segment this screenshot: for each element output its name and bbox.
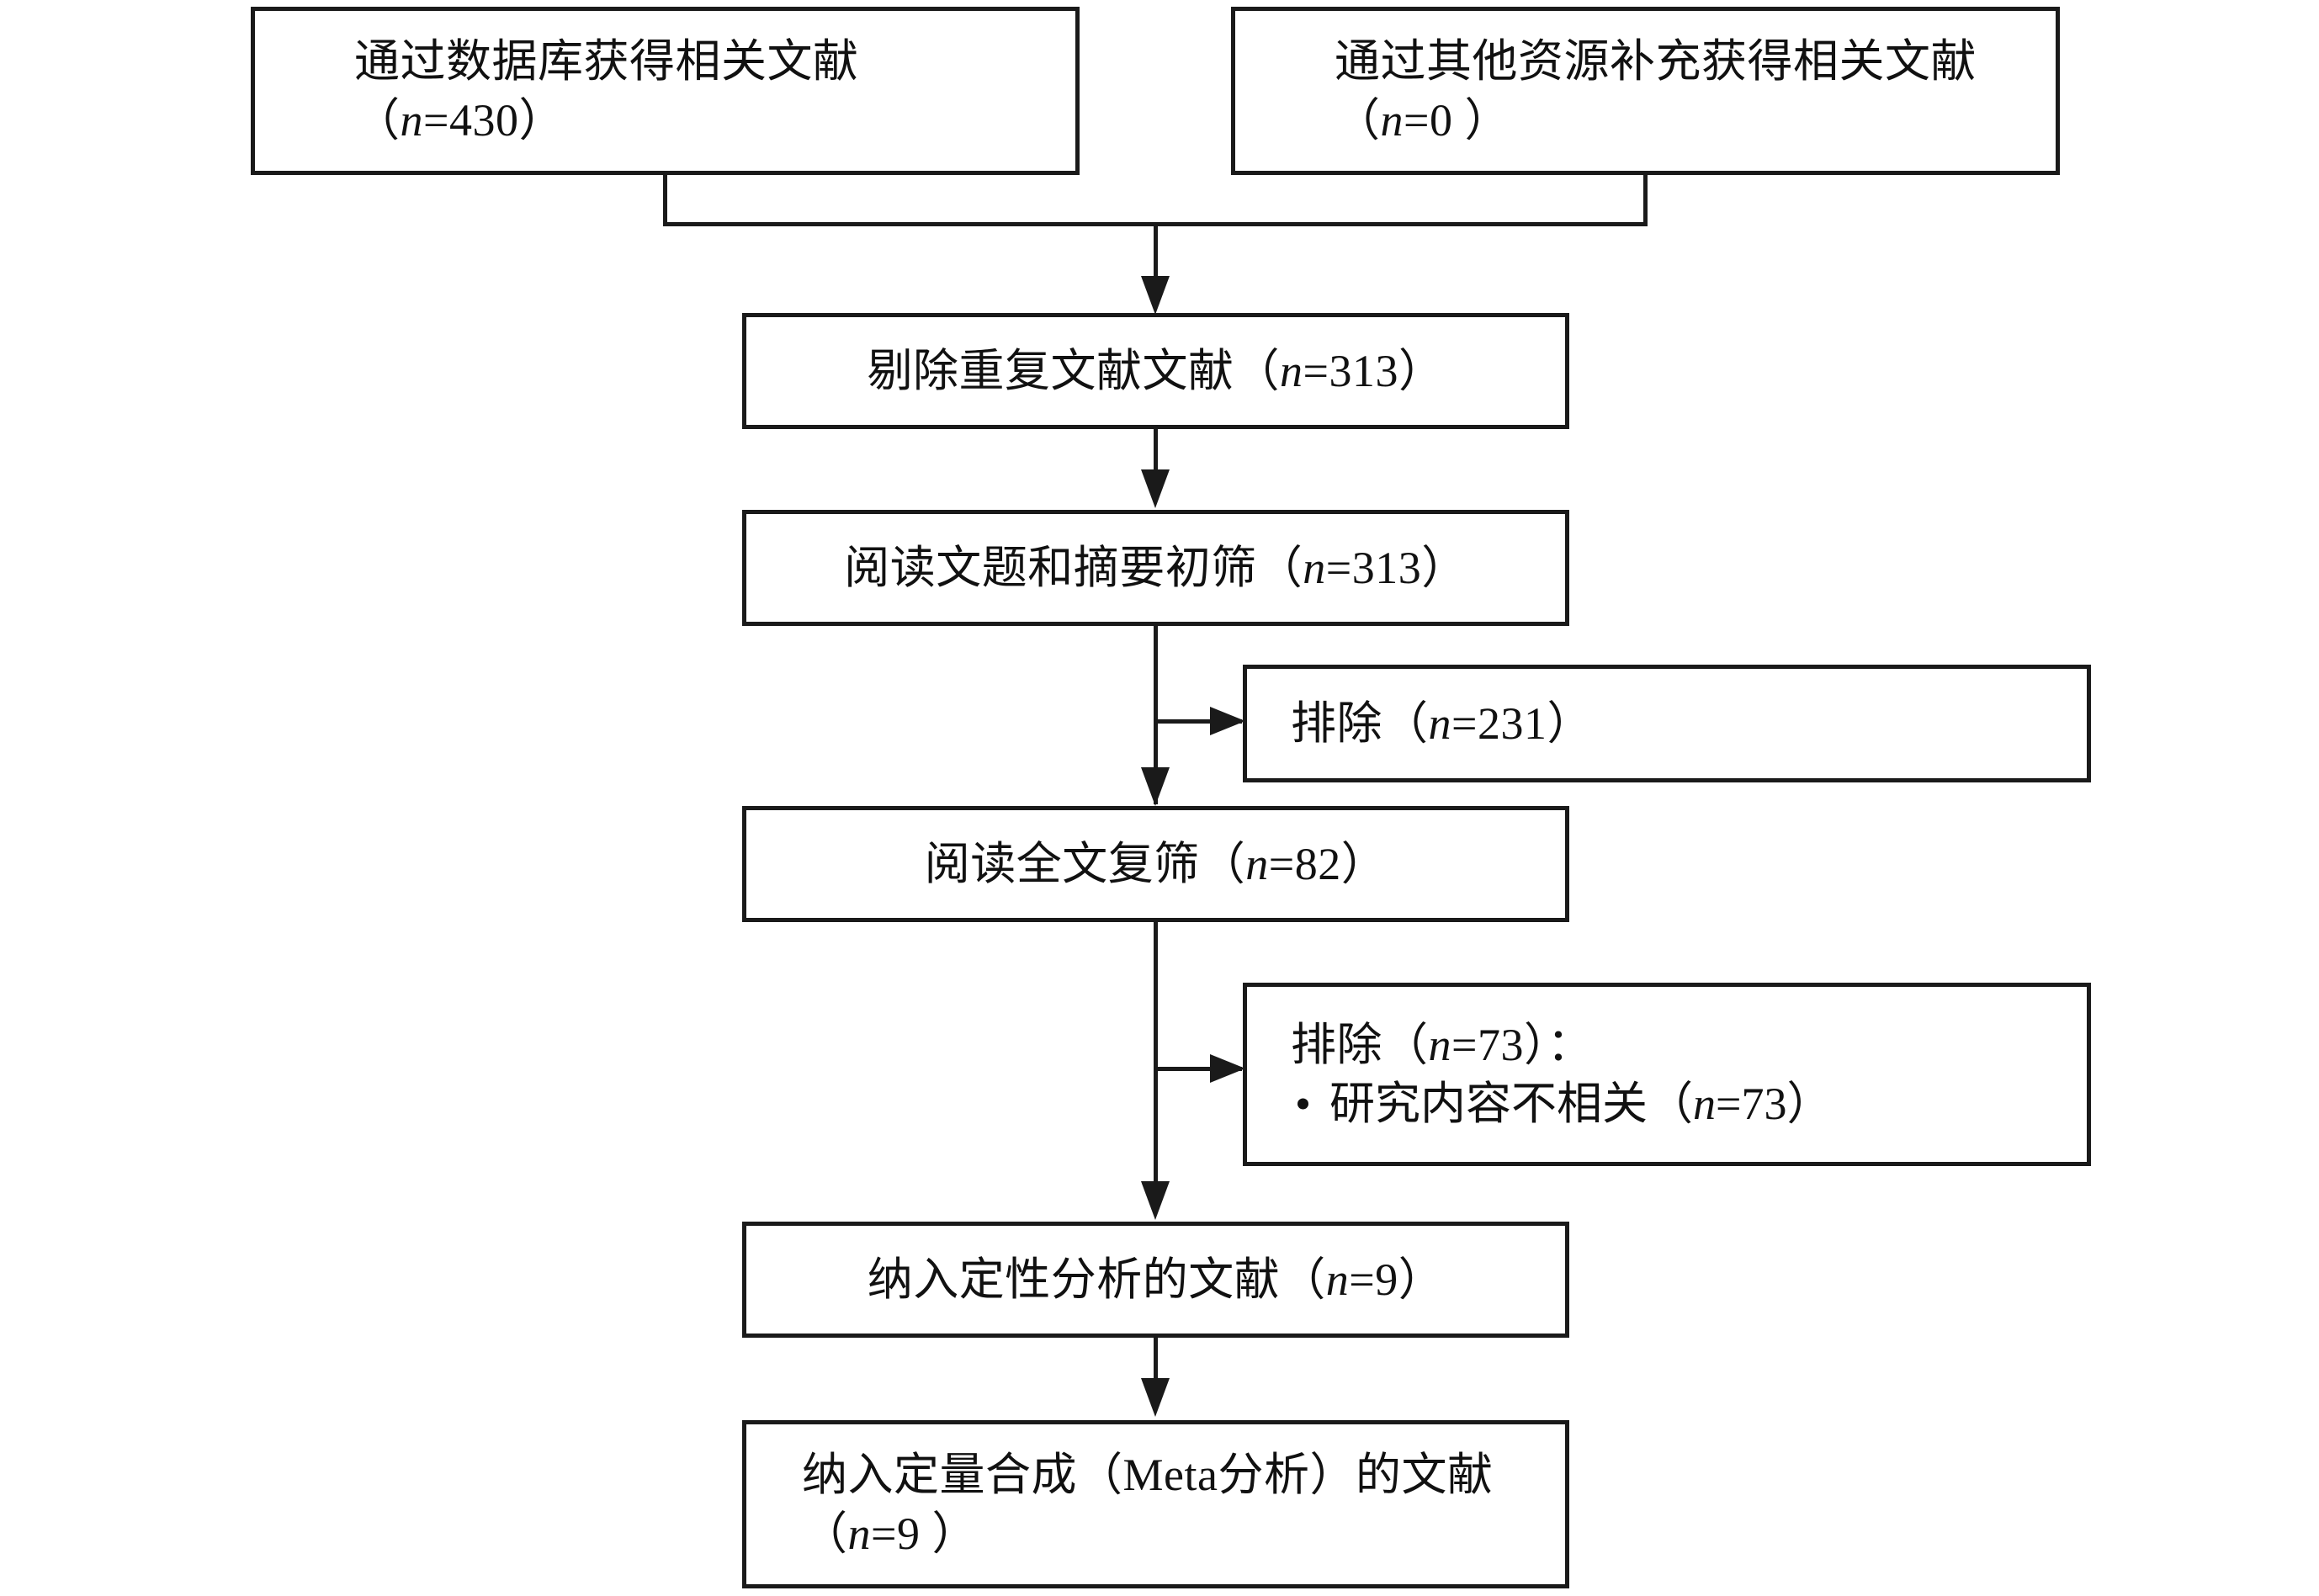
count-value: =231）	[1451, 697, 1593, 749]
node-title-abstract-screening: 阅读文题和摘要初筛（n=313）	[742, 510, 1569, 626]
n-symbol: n	[847, 1509, 871, 1559]
node-qualitative-included-label: 纳入定性分析的文献（n=9）	[868, 1250, 1444, 1309]
node-qualitative-included: 纳入定性分析的文献（n=9）	[742, 1222, 1569, 1338]
paren-open: （	[1335, 95, 1381, 146]
label-text: 纳入定性分析的文献（	[867, 1254, 1326, 1305]
n-symbol: n	[1693, 1079, 1716, 1129]
label-text: 排除（	[1291, 697, 1429, 749]
node-duplicates-removed: 剔除重复文献文献（n=313）	[742, 313, 1569, 429]
node-db-records: 通过数据库获得相关文献 （n=430）	[251, 7, 1080, 175]
edge-screening-to-excluded1-arrowhead	[1210, 707, 1245, 735]
n-symbol: n	[1380, 95, 1404, 146]
node-other-records-line-2: （n=0 ）	[1335, 91, 1510, 150]
label-text: 剔除重复文献文献（	[867, 345, 1281, 396]
edge-dup-to-screening-arrowhead	[1141, 469, 1170, 508]
paren-open: （	[802, 1509, 848, 1559]
edge-fulltext-to-excluded2-arrowhead	[1210, 1054, 1245, 1083]
bullet-dot-icon	[1297, 1098, 1308, 1110]
edge-merge-arrowhead	[1141, 276, 1170, 315]
edge-screening-to-excluded1-line	[1158, 719, 1242, 724]
node-excluded-fulltext-label: 排除（n=73）：	[1291, 1015, 1593, 1074]
edge-screening-to-fulltext-line	[1154, 626, 1158, 804]
edge-other-stub	[1643, 175, 1648, 226]
edge-fulltext-to-qualitative-arrowhead	[1141, 1181, 1170, 1220]
count-value: =73）：	[1451, 1019, 1593, 1070]
count-value: =313）	[1325, 542, 1467, 593]
n-symbol: n	[1325, 1254, 1350, 1305]
n-symbol: n	[1428, 697, 1451, 749]
label-text: 阅读文题和摘要初筛（	[844, 542, 1303, 593]
count-value: =82）	[1268, 838, 1388, 889]
node-quantitative-included-line-2: （n=9 ）	[802, 1504, 978, 1563]
edge-fulltext-to-excluded2-line	[1158, 1067, 1242, 1071]
paren-open: （	[354, 95, 401, 146]
node-fulltext-screening-label: 阅读全文复筛（n=82）	[925, 835, 1387, 893]
n-symbol: n	[1280, 345, 1303, 396]
node-fulltext-screening: 阅读全文复筛（n=82）	[742, 806, 1569, 922]
node-other-records-line-1: 通过其他资源补充获得相关文献	[1335, 35, 1977, 87]
n-symbol: n	[400, 95, 423, 146]
node-db-records-line-2: （n=430）	[354, 91, 565, 150]
bullet-text: 研究内容不相关（	[1329, 1079, 1693, 1129]
node-duplicates-removed-label: 剔除重复文献文献（n=313）	[868, 342, 1445, 400]
node-title-abstract-screening-label: 阅读文题和摘要初筛（n=313）	[844, 538, 1467, 597]
count-value: =9）	[1349, 1254, 1445, 1305]
label-text: 排除（	[1291, 1019, 1429, 1070]
node-quantitative-included-line-1: 纳入定量合成（Meta分析）的文献	[802, 1449, 1494, 1500]
count-value: =0 ）	[1404, 95, 1510, 146]
edge-fulltext-to-qualitative-line	[1154, 922, 1158, 1185]
count-value: =73）	[1716, 1079, 1833, 1129]
node-excluded-fulltext-bullet-1: 研究内容不相关（n=73）	[1291, 1074, 1832, 1133]
node-quantitative-included: 纳入定量合成（Meta分析）的文献 （n=9 ）	[742, 1420, 1569, 1588]
edge-dup-to-screening-line	[1154, 429, 1158, 471]
edge-qualitative-to-quantitative-line	[1154, 1338, 1158, 1380]
edge-qualitative-to-quantitative-arrowhead	[1141, 1378, 1170, 1417]
node-other-records: 通过其他资源补充获得相关文献 （n=0 ）	[1231, 7, 2060, 175]
node-excluded-fulltext: 排除（n=73）： 研究内容不相关（n=73）	[1243, 983, 2091, 1166]
edge-screening-to-fulltext-arrowhead	[1141, 767, 1170, 806]
node-excluded-screening: 排除（n=231）	[1243, 665, 2091, 782]
node-db-records-line-1: 通过数据库获得相关文献	[354, 35, 859, 87]
n-symbol: n	[1245, 838, 1269, 889]
count-value: =430）	[423, 95, 565, 146]
edge-merge-drop	[1154, 222, 1158, 278]
count-value: =313）	[1303, 345, 1445, 396]
label-text: 阅读全文复筛（	[924, 838, 1246, 889]
n-symbol: n	[1303, 542, 1326, 593]
count-value: =9 ）	[871, 1509, 978, 1559]
edge-db-stub	[663, 175, 667, 226]
node-excluded-screening-label: 排除（n=231）	[1291, 694, 1593, 753]
n-symbol: n	[1428, 1019, 1451, 1070]
